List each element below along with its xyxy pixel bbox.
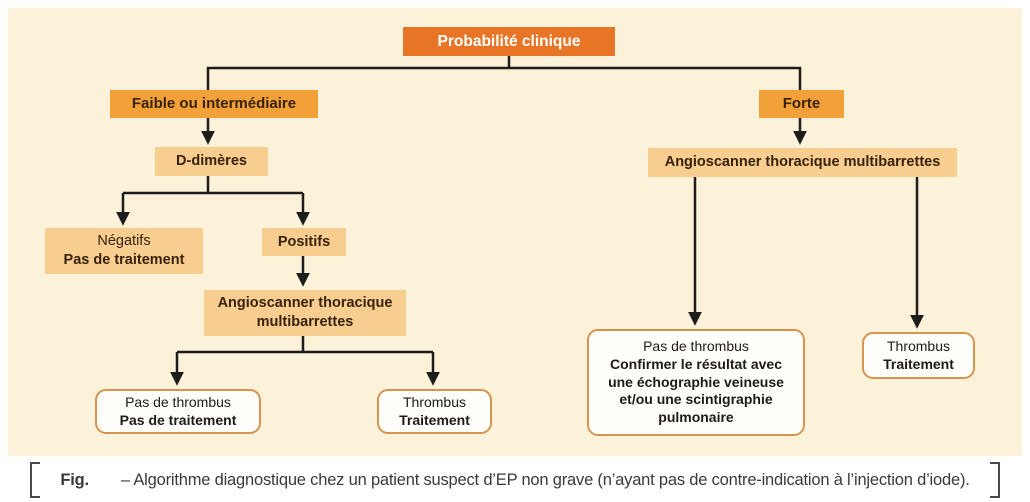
node-angioscanner-left: Angioscanner thoracique multibarrettes <box>204 290 406 336</box>
node-label: Angioscanner thoracique multibarrettes <box>664 154 941 171</box>
caption-text: – Algorithme diagnostique chez un patien… <box>120 470 970 489</box>
node-line2: Pas de traitement <box>63 252 185 268</box>
node-probabilite-clinique: Probabilité clinique <box>403 27 615 56</box>
node-line1: Pas de thrombus <box>643 337 749 354</box>
node-pas-de-thrombus-right: Pas de thrombus Confirmer le résultat av… <box>587 329 805 436</box>
node-angioscanner-right: Angioscanner thoracique multibarrettes <box>648 148 957 177</box>
node-line1: Négatifs <box>97 233 151 250</box>
node-thrombus-left: Thrombus Traitement <box>377 389 492 434</box>
node-line2: Traitement <box>399 411 470 428</box>
node-line1: Angioscanner thoracique <box>217 295 393 312</box>
figure-caption: Fig. – Algorithme diagnostique chez un p… <box>0 458 1030 502</box>
node-line2: Confirmer le résultat avec une échograph… <box>608 355 784 426</box>
caption-bracket-right <box>989 462 1000 498</box>
node-positifs: Positifs <box>262 228 346 256</box>
node-line1: Thrombus <box>402 393 467 410</box>
node-line2: multibarrettes <box>256 314 354 330</box>
node-label: Positifs <box>277 233 331 250</box>
node-line1: Thrombus <box>886 337 951 354</box>
node-negatifs: Négatifs Pas de traitement <box>45 228 203 274</box>
node-d-dimeres: D-dimères <box>155 147 268 176</box>
node-line1: Pas de thrombus <box>125 393 231 410</box>
node-faible-ou-intermediaire: Faible ou intermédiaire <box>110 90 318 118</box>
node-label: Forte <box>782 95 821 113</box>
node-line2: Pas de traitement <box>119 411 237 428</box>
node-label: Probabilité clinique <box>437 32 581 50</box>
node-label: D-dimères <box>176 153 247 170</box>
node-label: Faible ou intermédiaire <box>131 95 297 113</box>
node-line2: Traitement <box>883 355 954 372</box>
node-forte: Forte <box>759 90 844 118</box>
caption-fig-label: Fig. <box>60 470 89 489</box>
node-pas-de-thrombus-left: Pas de thrombus Pas de traitement <box>95 389 261 434</box>
caption-bracket-left <box>30 462 41 498</box>
node-thrombus-right: Thrombus Traitement <box>862 332 975 379</box>
